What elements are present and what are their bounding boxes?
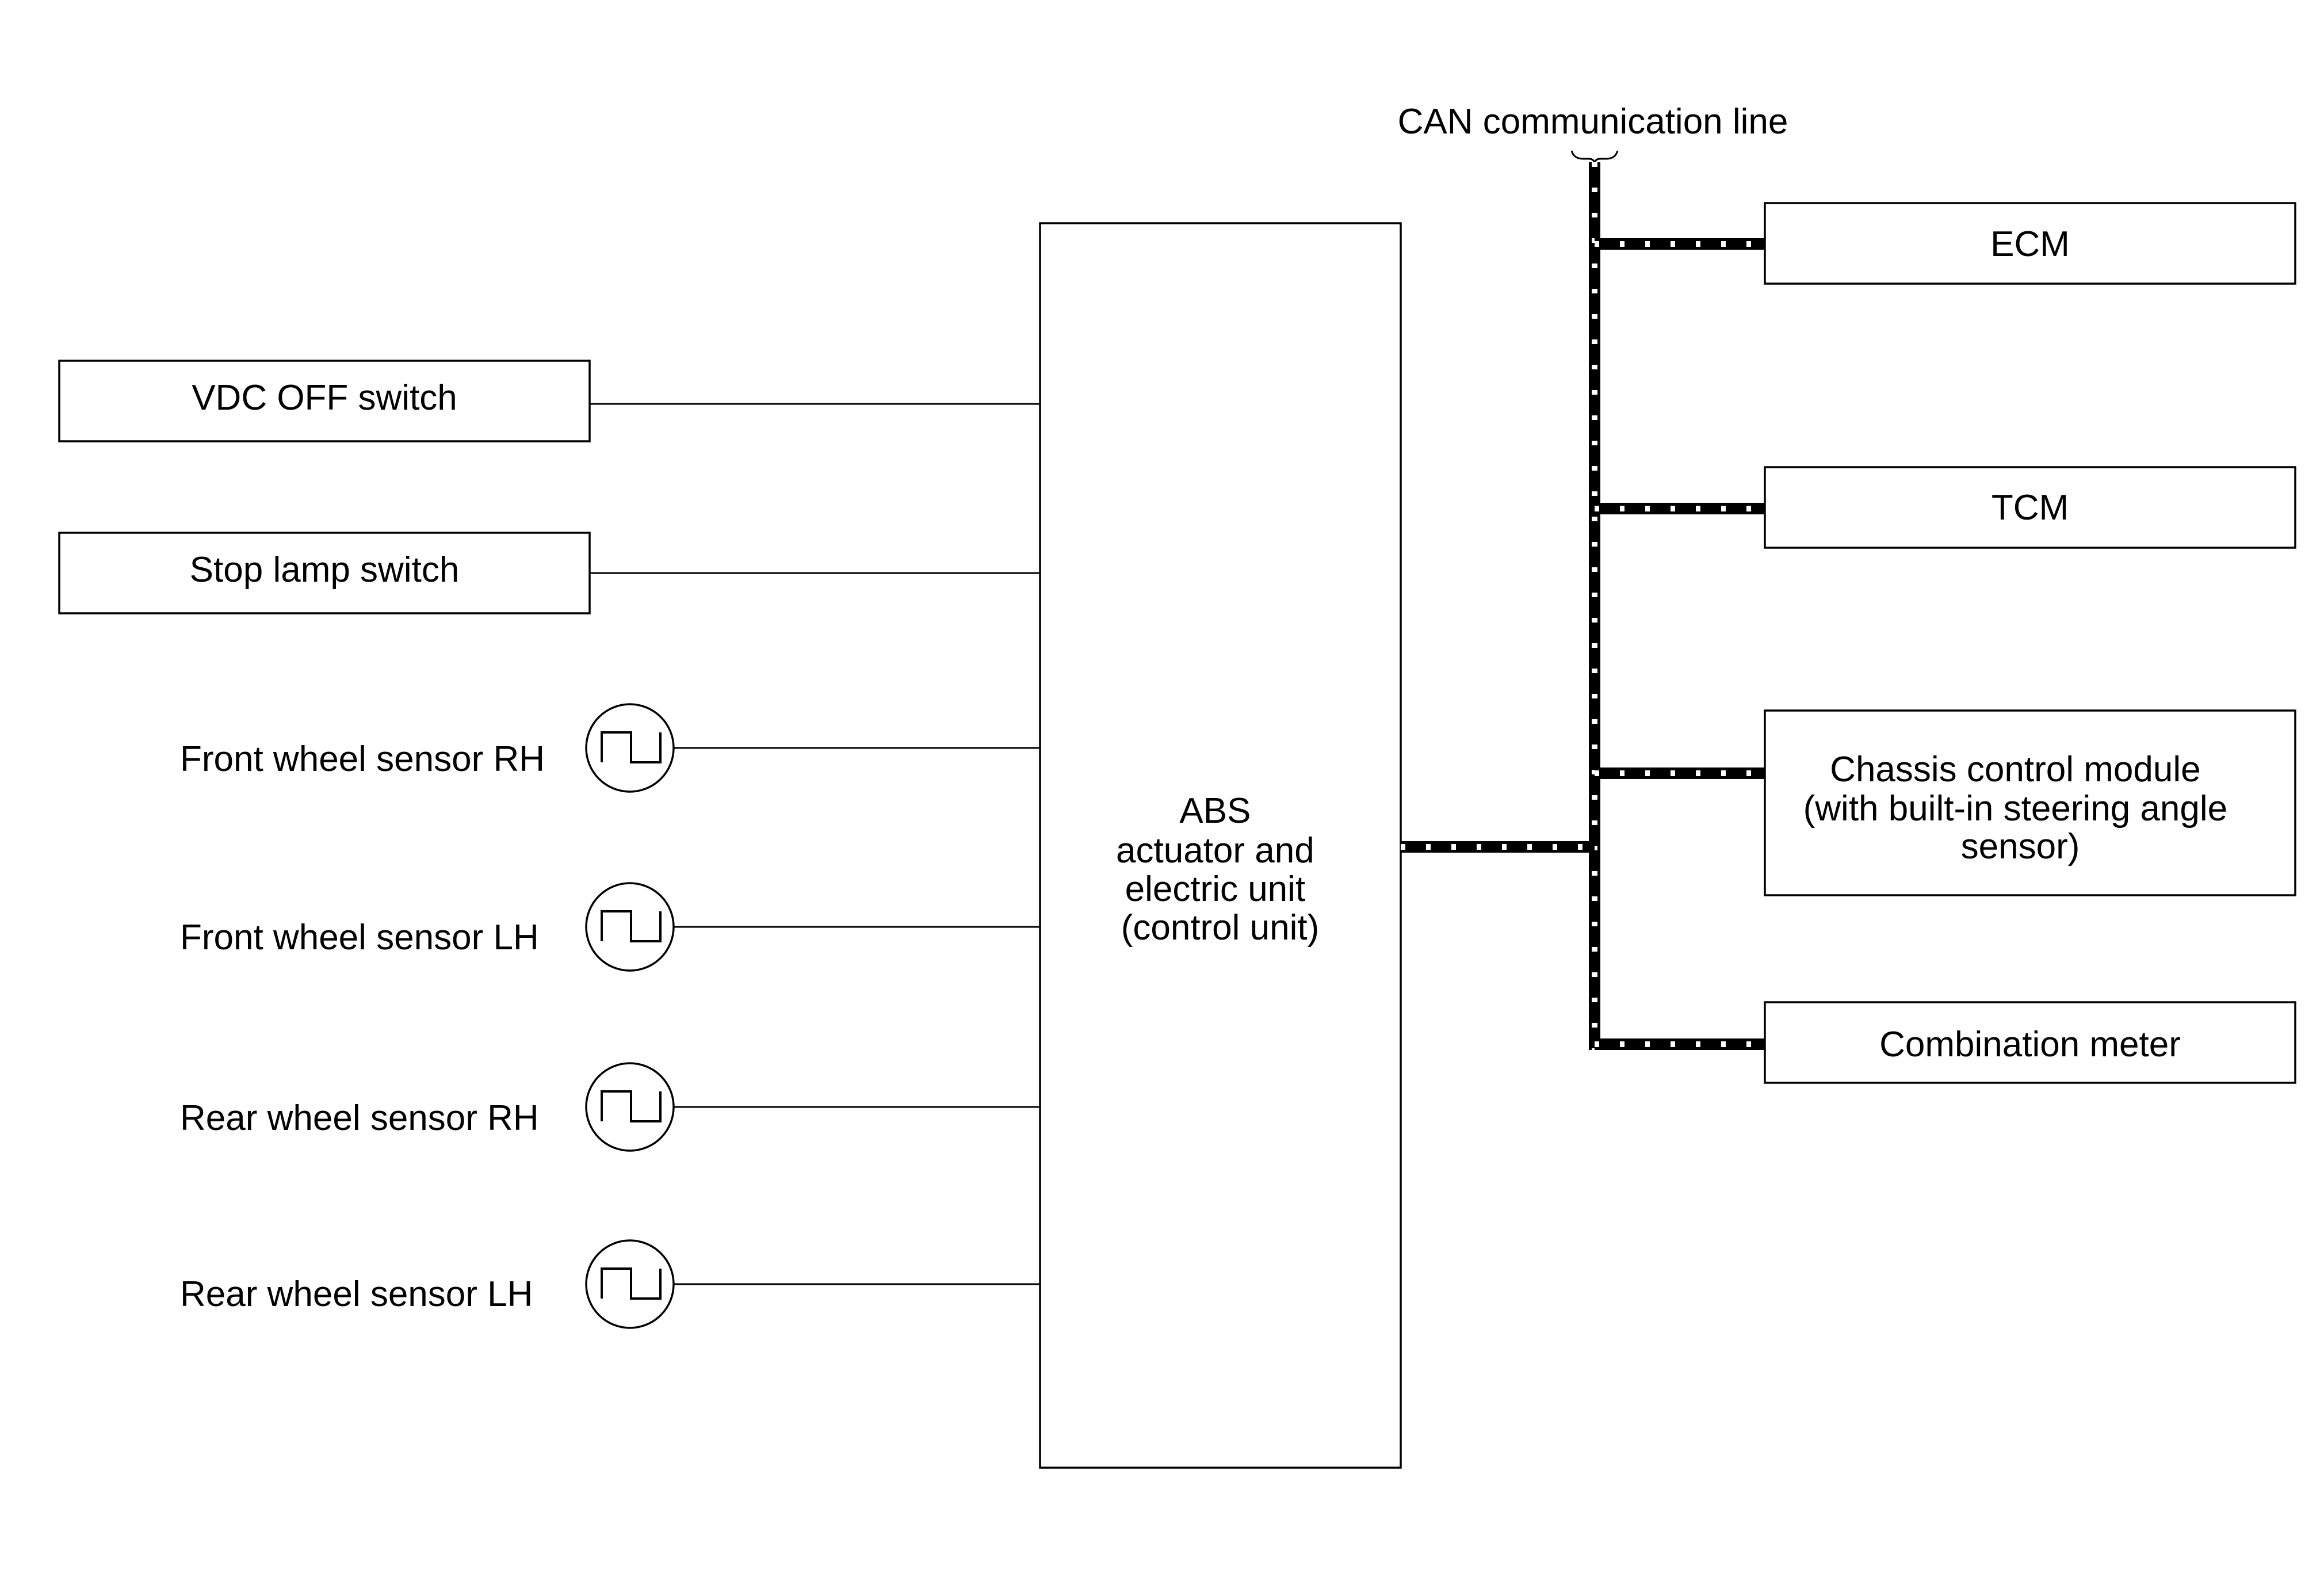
- stop-lamp-switch-box: [58, 532, 591, 614]
- rear-wheel-sensor-rh: Rear wheel sensor RH: [180, 1062, 1040, 1152]
- square-wave-icon: [601, 1267, 662, 1300]
- tcm-box: [1764, 466, 2296, 549]
- chassis-control-module-line-1: Chassis control module: [1830, 750, 2200, 789]
- ecm-label: ECM: [1990, 224, 2070, 264]
- chassis-control-module-label: Chassis control module (with built-in st…: [1803, 750, 2238, 866]
- abs-control-unit-line-3: electric unit: [1125, 869, 1306, 909]
- abs-control-unit-label: ABS actuator and electric unit (control …: [1116, 791, 1324, 948]
- stop-lamp-switch-block: Stop lamp switch: [58, 532, 1040, 614]
- abs-control-unit-line-1: ABS: [1179, 791, 1251, 831]
- abs-control-unit-box: [1039, 222, 1402, 1469]
- rear-wheel-sensor-rh-label: Rear wheel sensor RH: [180, 1098, 539, 1138]
- square-wave-icon: [601, 1090, 662, 1122]
- combination-meter-label: Combination meter: [1879, 1025, 2181, 1064]
- front-wheel-sensor-rh: Front wheel sensor RH: [180, 703, 1040, 793]
- abs-control-unit-line-4: (control unit): [1121, 908, 1320, 948]
- front-wheel-sensor-lh: Front wheel sensor LH: [180, 882, 1040, 972]
- chassis-control-module-line-3: sensor): [1961, 827, 2080, 866]
- chassis-control-module-box: [1764, 709, 2296, 896]
- ecm-box: [1764, 202, 2296, 285]
- tcm-node: TCM: [1764, 466, 2296, 549]
- can-line-label: CAN communication line: [1398, 102, 1788, 142]
- rear-wheel-sensor-lh: Rear wheel sensor LH: [180, 1239, 1040, 1329]
- front-wheel-sensor-rh-label: Front wheel sensor RH: [180, 739, 545, 779]
- vdc-off-switch-label: VDC OFF switch: [192, 378, 457, 418]
- ecm-node: ECM: [1764, 202, 2296, 285]
- abs-control-unit-line-2: actuator and: [1116, 831, 1314, 870]
- combination-meter-node: Combination meter: [1764, 1001, 2296, 1084]
- tcm-label: TCM: [1992, 488, 2069, 528]
- front-wheel-sensor-lh-label: Front wheel sensor LH: [180, 918, 539, 957]
- vdc-off-switch-box: [58, 360, 591, 442]
- square-wave-icon: [601, 910, 662, 942]
- abs-control-unit: ABS actuator and electric unit (control …: [1039, 222, 1402, 1469]
- can-bus: CAN communication line: [1398, 102, 1788, 1050]
- rear-wheel-sensor-lh-label: Rear wheel sensor LH: [180, 1274, 533, 1314]
- chassis-control-module-line-2: (with built-in steering angle: [1803, 789, 2228, 828]
- chassis-control-module-node: Chassis control module (with built-in st…: [1764, 709, 2296, 896]
- square-wave-icon: [601, 731, 662, 763]
- stop-lamp-switch-label: Stop lamp switch: [190, 550, 460, 590]
- combination-meter-box: [1764, 1001, 2296, 1084]
- vdc-off-switch-block: VDC OFF switch: [58, 360, 1040, 442]
